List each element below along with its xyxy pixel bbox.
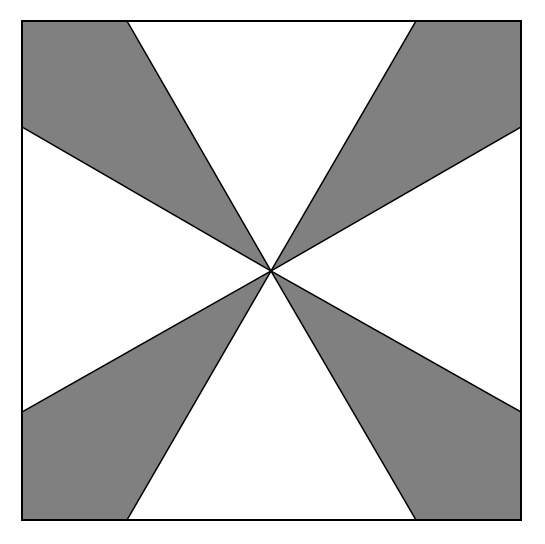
square-outline: [21, 20, 522, 521]
